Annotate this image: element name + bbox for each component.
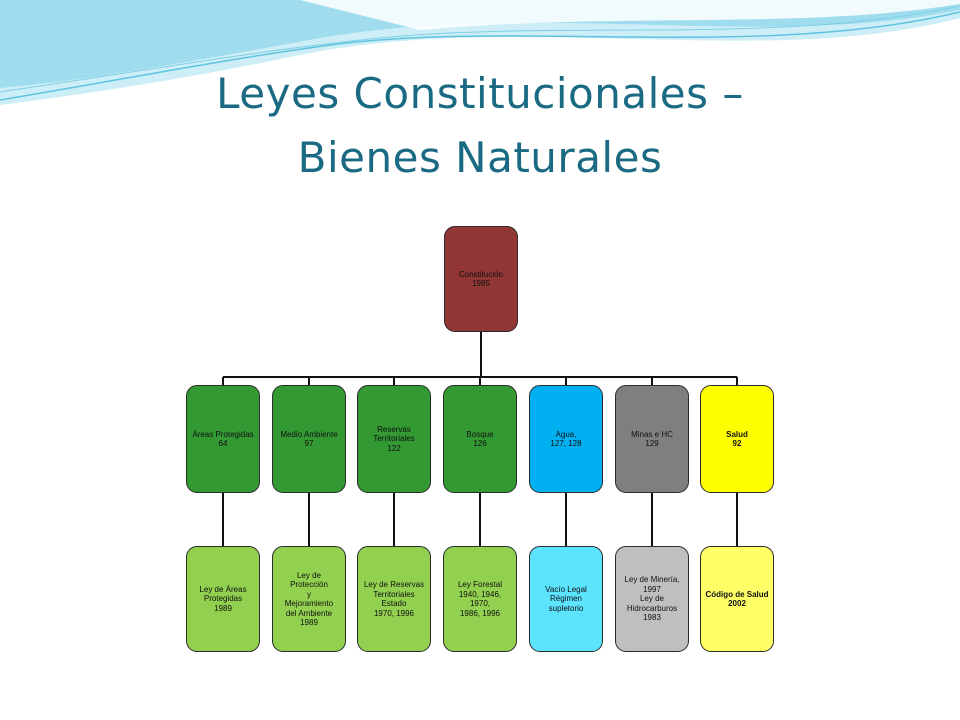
law-node-2: Ley de Reservas Territoriales Estado 197… (357, 546, 431, 652)
law-node-6: Código de Salud 2002 (700, 546, 774, 652)
root-node-constitucion: Constitución 1985 (444, 226, 518, 332)
category-node-0: Áreas Protegidas 64 (186, 385, 260, 493)
category-node-2: Reservas Territoriales 122 (357, 385, 431, 493)
slide-title: Leyes Constitucionales – Bienes Naturale… (0, 62, 960, 190)
category-node-6: Salud 92 (700, 385, 774, 493)
law-node-4: Vacío Legal Régimen supletorio (529, 546, 603, 652)
law-node-3: Ley Forestal 1940, 1946, 1970, 1986, 199… (443, 546, 517, 652)
category-node-1: Medio Ambiente 97 (272, 385, 346, 493)
slide-title-line-1: Leyes Constitucionales – (216, 69, 744, 118)
header-wave-decoration (0, 0, 960, 105)
law-node-1: Ley de Protección y Mejoramiento del Amb… (272, 546, 346, 652)
law-node-0: Ley de Áreas Protegidas 1989 (186, 546, 260, 652)
category-node-4: Agua, 127, 128 (529, 385, 603, 493)
law-node-5: Ley de Minería, 1997 Ley de Hidrocarburo… (615, 546, 689, 652)
category-node-3: Bosque 126 (443, 385, 517, 493)
slide-title-line-2: Bienes Naturales (297, 133, 663, 182)
category-node-5: Minas e HC 129 (615, 385, 689, 493)
